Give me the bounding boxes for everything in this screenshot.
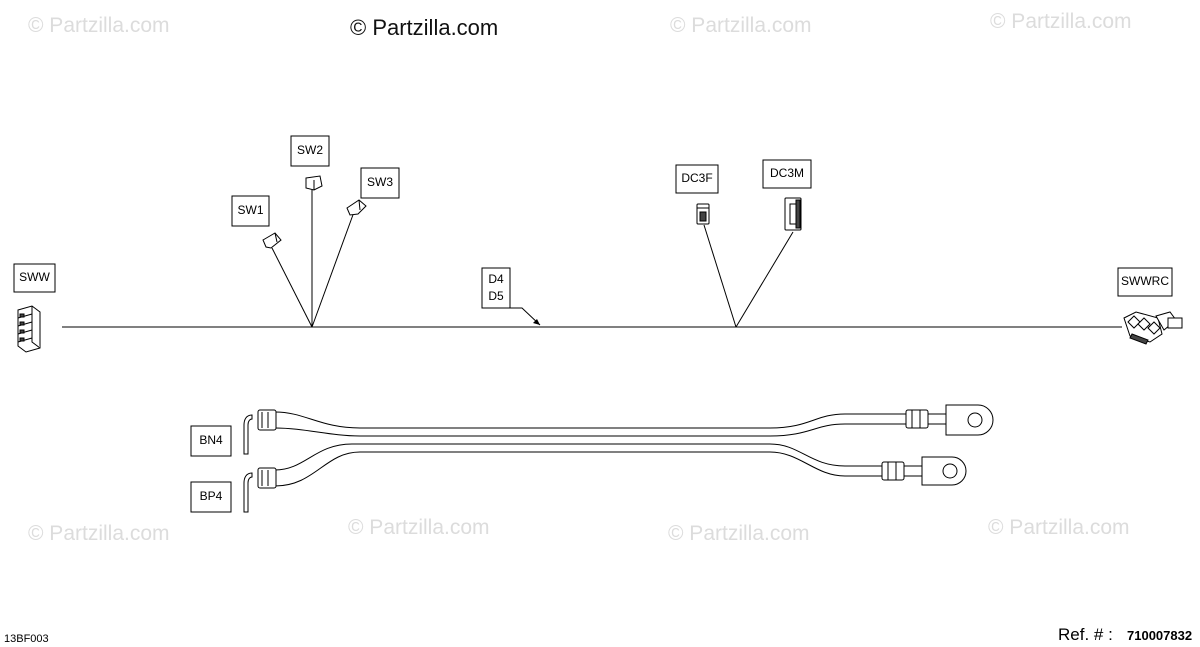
label-bn4: BN4 [190,425,232,457]
svg-text:DC3F: DC3F [681,171,712,185]
ref-label: Ref. # : [1058,625,1113,644]
label-dc3m: DC3M [762,159,812,189]
watermark-bottom-left: © Partzilla.com [28,522,170,545]
watermark-bottom-mid-right: © Partzilla.com [668,522,810,545]
svg-text:SW3: SW3 [367,175,393,189]
sww-connector[interactable] [17,305,41,353]
watermark-bottom-mid-left: © Partzilla.com [348,516,490,539]
label-d4-d5: D4 D5 [481,267,511,309]
watermark-top-right: © Partzilla.com [990,10,1132,33]
sw1-branch-wire [271,247,313,328]
d4-d5-leader [482,307,541,326]
sw1-switch[interactable] [262,232,282,249]
dc3m-branch-wire [735,231,794,328]
sw3-switch[interactable] [346,199,367,216]
swwrc-connector[interactable] [1123,311,1183,345]
svg-text:SW1: SW1 [237,203,263,217]
svg-text:SWWRC: SWWRC [1121,274,1169,288]
watermark-bottom-right: © Partzilla.com [988,516,1130,539]
watermark-top-main: © Partzilla.com [350,15,498,40]
watermark-top-left: © Partzilla.com [28,14,170,37]
svg-text:BP4: BP4 [200,489,223,503]
watermarks: © Partzilla.com © Partzilla.com © Partzi… [28,10,1132,545]
label-sw2: SW2 [290,135,330,167]
dc3f-connector[interactable] [696,203,710,225]
label-sw3: SW3 [360,167,400,199]
dc3f-branch-wire [703,224,737,328]
watermark-top-mid-right: © Partzilla.com [670,14,812,37]
label-swwrc: SWWRC [1117,267,1173,297]
label-dc3f: DC3F [675,164,719,194]
diagram-code: 13BF003 [4,633,49,645]
label-sww: SWW [13,263,56,293]
dc3m-connector[interactable] [784,197,802,231]
label-d4: D4 [488,272,504,286]
svg-text:SWW: SWW [19,270,50,284]
battery-positive-cable[interactable] [243,443,967,513]
svg-text:DC3M: DC3M [770,166,804,180]
ref-number: 710007832 [1127,628,1192,643]
label-sw1: SW1 [231,195,270,227]
svg-text:SW2: SW2 [297,143,323,157]
battery-negative-cable[interactable] [243,404,994,455]
svg-text:BN4: BN4 [199,433,223,447]
label-d5: D5 [488,289,504,303]
label-bp4: BP4 [190,481,232,513]
sw3-branch-wire [311,211,355,328]
sw2-switch[interactable] [305,175,323,191]
